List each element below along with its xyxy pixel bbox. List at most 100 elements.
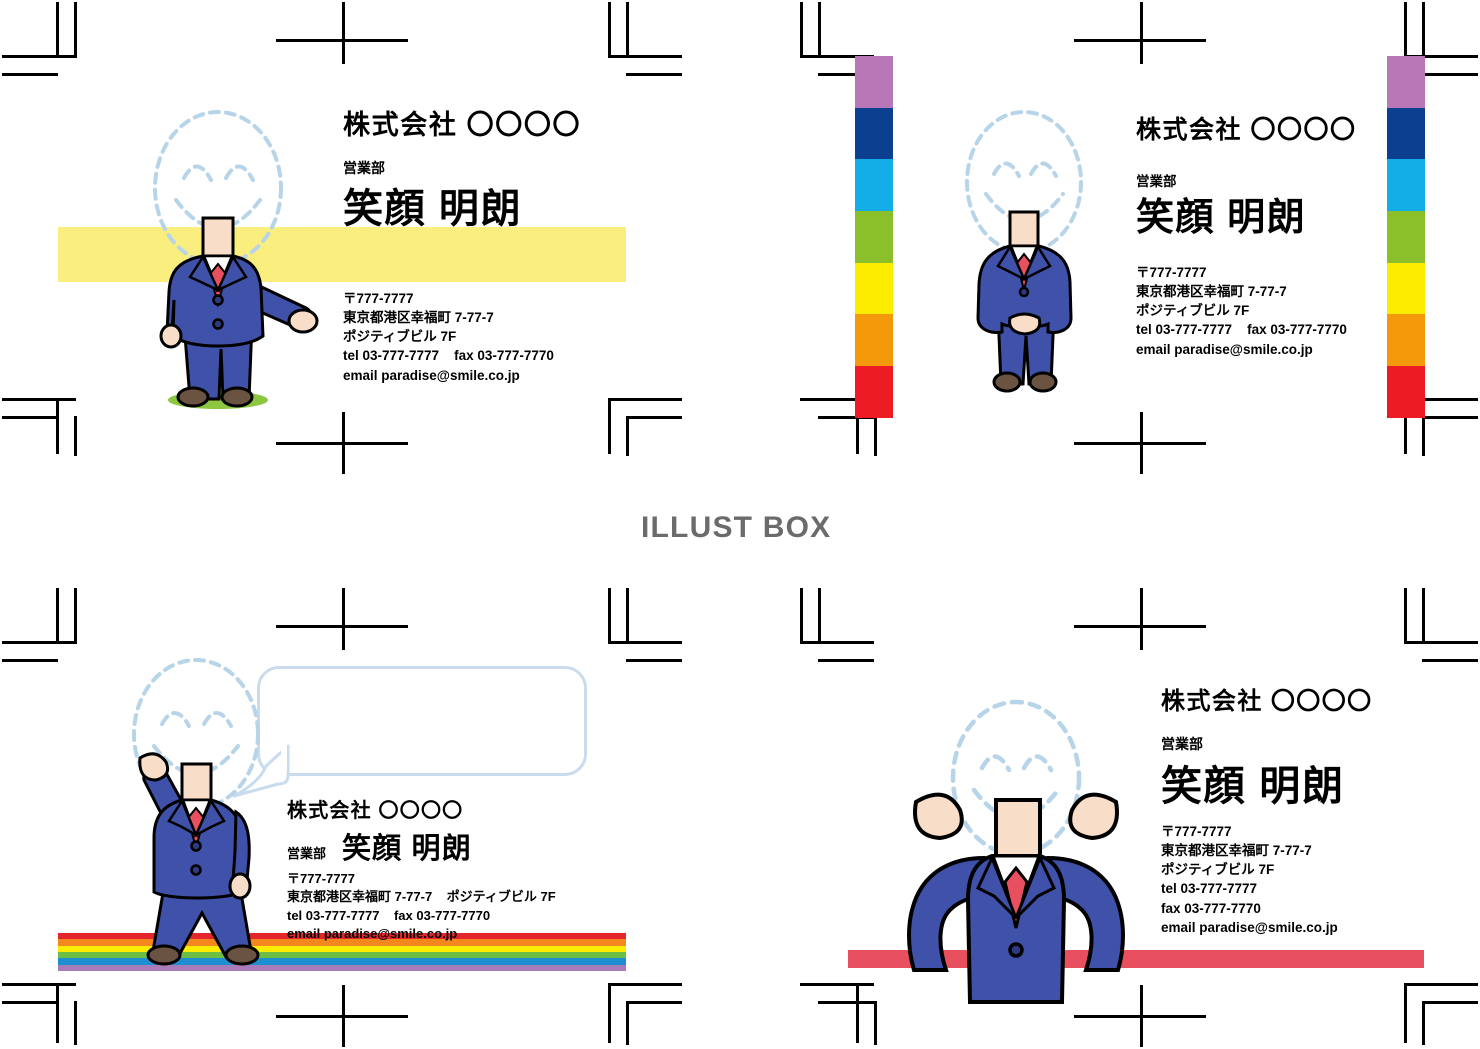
- lapel-right: [1014, 854, 1056, 920]
- crop-mark: [626, 659, 682, 662]
- card-bottom-left[interactable]: 株式会社 〇〇〇〇 営業部 笑顔 明朗 〒777-7777 東京都港区幸福町 7…: [58, 642, 626, 1002]
- hand-right: [228, 872, 252, 900]
- crop-mark: [1404, 55, 1478, 58]
- crop-mark: [818, 416, 874, 419]
- jacket-button: [1018, 286, 1030, 298]
- color-stop-green: [855, 211, 893, 263]
- crop-mark: [1404, 983, 1478, 986]
- shoe-left: [176, 386, 210, 408]
- jacket-button: [1008, 942, 1024, 958]
- crop-mark: [2, 1001, 58, 1004]
- name-row: 営業部 笑顔 明朗: [287, 825, 472, 867]
- card-top-right[interactable]: 株式会社 〇〇〇〇 営業部 笑顔 明朗 〒777-7777 東京都港区幸福町 7…: [855, 56, 1425, 418]
- color-stop-red: [1387, 366, 1425, 418]
- jacket-button: [190, 840, 202, 852]
- crop-mark: [800, 55, 874, 58]
- crop-mark: [74, 1001, 77, 1045]
- crop-mark: [800, 588, 803, 644]
- crop-mark: [2, 55, 76, 58]
- address-line-1: 東京都港区幸福町 7-77-7: [343, 310, 494, 326]
- crop-mark: [2, 398, 76, 401]
- neck: [994, 798, 1042, 864]
- registration-mark: [342, 588, 345, 650]
- crop-mark: [818, 1001, 874, 1004]
- postal-code: 〒777-7777: [343, 291, 414, 306]
- contact-block: 〒777-7777 東京都港区幸福町 7-77-7 ポジティブビル 7F tel…: [1136, 263, 1347, 359]
- crop-mark: [1422, 416, 1425, 456]
- postal-code: 〒777-7777: [287, 871, 355, 886]
- contact-block: 〒777-7777 東京都港区幸福町 7-77-7 ポジティブビル 7F tel…: [287, 870, 556, 944]
- crop-mark: [818, 2, 821, 58]
- email-line: email paradise@smile.co.jp: [343, 367, 520, 383]
- shoe-right: [220, 386, 254, 408]
- crop-mark: [818, 659, 874, 662]
- card-bottom-right[interactable]: 株式会社 〇〇〇〇 営業部 笑顔 明朗 〒777-7777 東京都港区幸福町 7…: [848, 642, 1424, 1004]
- fist-right: [1068, 792, 1119, 841]
- crop-mark: [856, 983, 859, 1043]
- registration-mark: [276, 39, 408, 42]
- color-stop-purple: [1387, 56, 1425, 108]
- crop-mark: [608, 2, 611, 58]
- crop-mark: [2, 659, 58, 662]
- crop-mark: [800, 2, 803, 58]
- crop-mark: [1422, 73, 1478, 76]
- registration-mark: [276, 442, 408, 445]
- person-name: 笑顔 明朗: [1136, 197, 1307, 239]
- crop-mark: [626, 1001, 629, 1045]
- postal-code: 〒777-7777: [1136, 265, 1207, 280]
- crop-mark: [800, 641, 874, 644]
- lapel-right: [193, 798, 226, 838]
- address-line-1: 東京都港区幸福町 7-77-7: [1161, 843, 1312, 859]
- crop-mark: [2, 416, 58, 419]
- businessman-cheering-one-arm-illustration: [132, 658, 260, 966]
- shoe-left: [146, 944, 182, 966]
- crop-mark: [2, 983, 76, 986]
- crop-mark: [56, 588, 59, 644]
- crop-mark: [56, 398, 59, 454]
- crop-mark: [2, 641, 76, 644]
- registration-mark: [276, 1015, 408, 1018]
- lapel-left: [188, 254, 221, 293]
- crop-mark: [1422, 1001, 1425, 1045]
- crop-mark: [818, 588, 821, 644]
- registration-mark: [1074, 1015, 1206, 1018]
- businessman-both-arms-raised-illustration: [907, 699, 1125, 1004]
- company-name: 株式会社 〇〇〇〇: [1136, 116, 1357, 144]
- lapel-left: [976, 854, 1018, 920]
- neck: [201, 216, 235, 262]
- crop-mark: [74, 2, 77, 58]
- hands-clasped: [1008, 312, 1042, 336]
- company-name: 株式会社 〇〇〇〇: [343, 110, 582, 140]
- shoe-right: [224, 944, 260, 966]
- color-bar-right: [1387, 56, 1425, 418]
- department-label: 営業部: [1161, 736, 1203, 752]
- address-line-2: ポジティブビル 7F: [1161, 862, 1275, 878]
- person-name: 笑顔 明朗: [1161, 763, 1345, 809]
- contact-block: 〒777-7777 東京都港区幸福町 7-77-7 ポジティブビル 7F tel…: [1161, 822, 1338, 937]
- color-stop-orange: [855, 314, 893, 367]
- person-name: 笑顔 明朗: [343, 187, 523, 231]
- color-stop-navy: [855, 107, 893, 160]
- registration-mark: [342, 2, 345, 64]
- arm-hanging: [231, 809, 251, 882]
- fist-raised: [138, 752, 170, 782]
- lapel-left: [167, 798, 199, 838]
- registration-mark: [276, 625, 408, 628]
- crop-mark: [626, 73, 682, 76]
- crop-mark: [800, 983, 874, 986]
- color-stop-red: [855, 366, 893, 418]
- businessman-pointing-illustration: [153, 110, 319, 409]
- card-top-left[interactable]: 株式会社 〇〇〇〇 営業部 笑顔 明朗 〒777-7777 東京都港区幸福町 7…: [58, 56, 626, 418]
- stripe-yellow: [58, 945, 626, 952]
- color-stop-yellow: [1387, 262, 1425, 315]
- crop-mark: [608, 641, 682, 644]
- fist-left: [913, 792, 964, 841]
- crop-mark: [56, 2, 59, 58]
- department-label: 営業部: [1136, 174, 1177, 189]
- color-stop-cyan: [1387, 159, 1425, 212]
- crop-mark: [818, 73, 874, 76]
- yellow-accent-band: [58, 227, 626, 282]
- crop-mark: [1404, 641, 1478, 644]
- crop-mark: [1422, 2, 1425, 58]
